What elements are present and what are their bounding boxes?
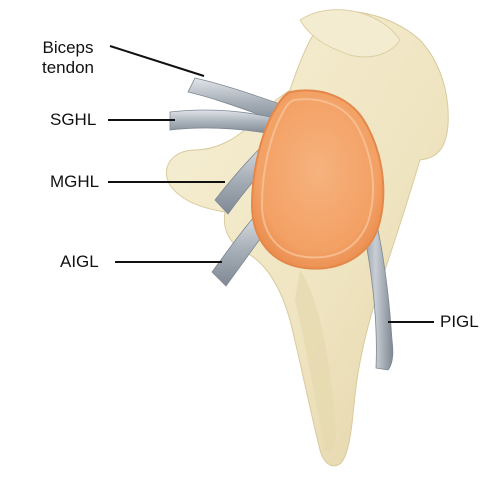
label-biceps-tendon: Biceps tendon (30, 38, 106, 78)
label-biceps-line1: Biceps (42, 38, 94, 57)
coracoid-process (299, 9, 401, 58)
glenoid-labrum-rim (260, 98, 374, 259)
label-mghl: MGHL (50, 172, 100, 191)
label-sghl: SGHL (50, 110, 97, 129)
scapula-shadow (295, 270, 336, 453)
label-aigl: AIGL (60, 252, 99, 271)
label-pigl: PIGL (440, 312, 479, 331)
glenoid-fossa (250, 89, 385, 270)
label-biceps-line2: tendon (42, 58, 94, 77)
biceps-leader-line (109, 45, 205, 77)
